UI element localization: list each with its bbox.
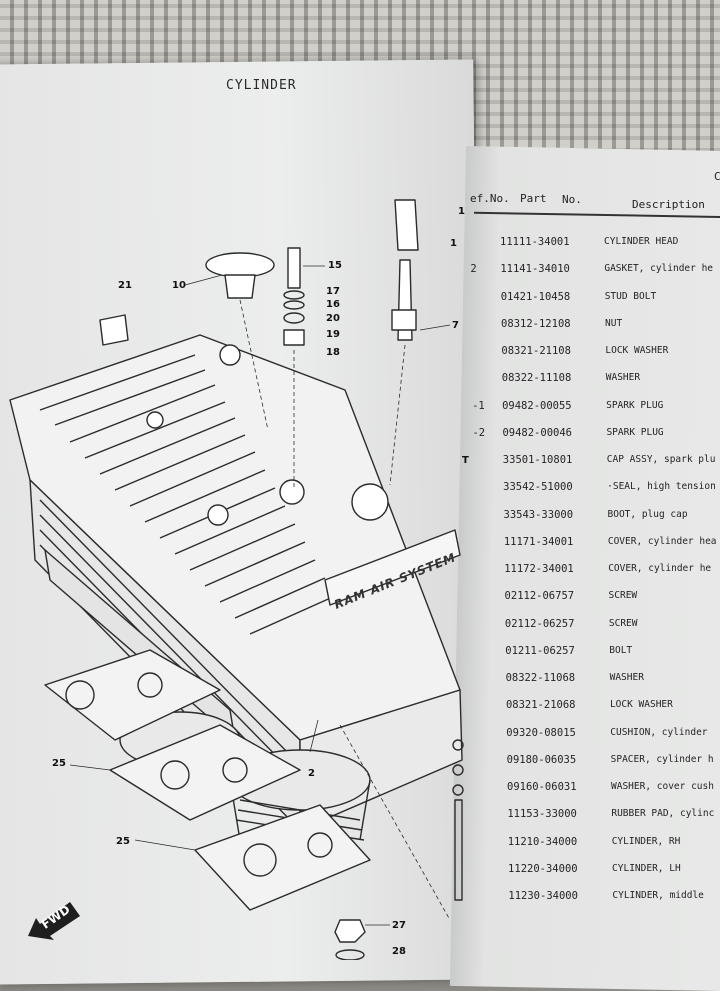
row-part-no: 11172-34001 xyxy=(504,563,574,575)
row-part-no: 08312-12108 xyxy=(501,317,571,330)
row-part-no: 08322-11108 xyxy=(501,372,572,385)
cylinder-exploded-diagram xyxy=(9,199,464,960)
callout-27: 27 xyxy=(392,920,406,931)
row-part-no: 11230-34000 xyxy=(508,890,578,902)
row-description: SPACER, cylinder h xyxy=(610,753,714,765)
callout-16: 16 xyxy=(326,299,340,310)
callout-25b: 25 xyxy=(116,836,130,847)
callout-1b: 1 xyxy=(450,238,457,249)
row-part-no: 33543-33000 xyxy=(503,508,574,521)
callout-1: 1 xyxy=(458,206,465,217)
row-part-no: 11141-34010 xyxy=(500,263,570,276)
row-part-no: 11111-34001 xyxy=(500,236,570,248)
callout-19: 19 xyxy=(326,329,340,340)
header-part: Part xyxy=(520,192,547,205)
row-description: BOLT xyxy=(609,644,633,656)
row-description: WASHER xyxy=(605,372,641,384)
row-part-no: 11153-33000 xyxy=(507,808,577,821)
row-description: RUBBER PAD, cylinc xyxy=(611,808,715,820)
row-description: CYLINDER, RH xyxy=(611,835,681,847)
row-description: COVER, cylinder he xyxy=(608,563,712,574)
callout-25a: 25 xyxy=(52,758,66,769)
callout-10: 10 xyxy=(172,280,186,291)
callout-18: 18 xyxy=(326,347,340,358)
row-part-no: 33501-10801 xyxy=(502,454,573,466)
row-part-no: 09482-00055 xyxy=(502,399,572,412)
row-part-no: 09180-06035 xyxy=(506,753,577,766)
row-description: GASKET, cylinder he xyxy=(604,263,714,275)
row-description: SCREW xyxy=(608,590,638,602)
row-description: CYLINDER, middle xyxy=(612,890,704,901)
row-part-no: 01421-10458 xyxy=(500,290,571,303)
header-ref-no: ef.No. xyxy=(470,192,510,205)
row-description: SPARK PLUG xyxy=(606,426,664,438)
row-description: COVER, cylinder hea xyxy=(607,535,717,547)
row-description: CAP ASSY, spark plu xyxy=(606,454,716,465)
row-description: LOCK WASHER xyxy=(609,699,673,711)
row-description: SCREW xyxy=(608,617,638,629)
row-part-no: 08321-21108 xyxy=(501,345,571,357)
row-part-no: 01211-06257 xyxy=(505,644,575,657)
row-description: STUD BOLT xyxy=(604,290,657,302)
callout-20: 20 xyxy=(326,313,340,324)
row-part-no: 09160-06031 xyxy=(507,781,577,793)
row-part-no: 02112-06257 xyxy=(504,617,575,630)
row-description: NUT xyxy=(605,317,623,329)
row-description: CYLINDER HEAD xyxy=(604,236,679,247)
page-title: CYLINDER xyxy=(226,78,297,93)
row-ref: -2 xyxy=(472,426,486,439)
row-description: LOCK WASHER xyxy=(605,345,669,356)
callout-2: 2 xyxy=(308,768,315,779)
callout-21: 21 xyxy=(118,280,132,291)
fwd-arrow-icon xyxy=(28,902,80,940)
callout-15: 15 xyxy=(328,260,342,271)
row-part-no: 08321-21068 xyxy=(505,699,576,712)
header-corner-letter: C xyxy=(714,170,720,183)
row-description: WASHER xyxy=(609,672,644,683)
callout-28: 28 xyxy=(392,946,406,957)
row-part-no: 11220-34000 xyxy=(508,862,578,875)
callout-7: 7 xyxy=(452,320,459,331)
row-description: CUSHION, cylinder xyxy=(610,726,708,738)
callout-17: 17 xyxy=(326,286,340,297)
row-part-no: 08322-11068 xyxy=(505,672,576,684)
header-no: No. xyxy=(562,193,582,206)
row-description: BOOT, plug cap xyxy=(607,508,688,520)
row-ref: -1 xyxy=(472,399,485,412)
row-part-no: 33542-51000 xyxy=(503,481,573,494)
row-description: WASHER, cover cush xyxy=(611,781,714,792)
row-part-no: 02112-06757 xyxy=(504,590,575,603)
row-part-no: 09482-00046 xyxy=(502,426,572,439)
callout-t: T xyxy=(462,455,469,466)
row-part-no: 11210-34000 xyxy=(507,835,578,848)
row-ref: 2 xyxy=(470,263,477,276)
row-description: SPARK PLUG xyxy=(606,399,664,411)
row-part-no: 11171-34001 xyxy=(503,535,574,548)
row-description: ·SEAL, high tension xyxy=(607,481,716,493)
header-description: Description xyxy=(632,198,705,211)
row-description: CYLINDER, LH xyxy=(612,862,681,874)
row-part-no: 09320-08015 xyxy=(506,726,576,739)
